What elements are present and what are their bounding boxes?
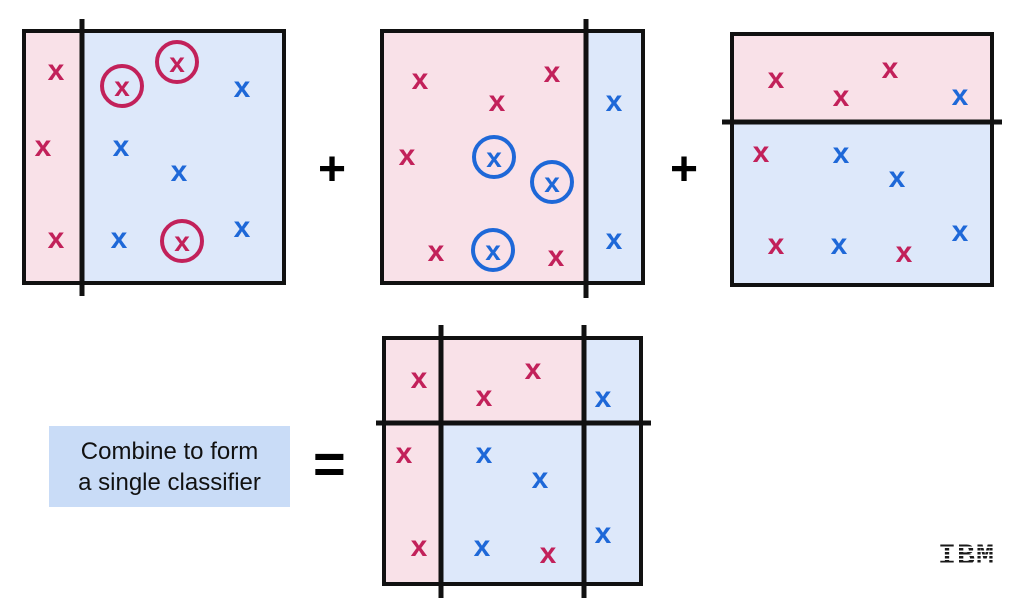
- weak-classifier-1-mark-blue-6: x: [234, 71, 251, 104]
- weak-classifier-3-mark-pink-4: x: [753, 136, 770, 169]
- weak-classifier-2-region-blue-1: [586, 31, 643, 283]
- weak-classifier-1-mark-blue-8: x: [171, 155, 188, 188]
- combined-classifier-mark-blue-3: x: [595, 381, 612, 414]
- plus-operator-2: +: [670, 143, 699, 196]
- weak-classifier-1-mark-pink-4: x: [169, 47, 185, 78]
- combined-classifier-region-blue-1: [584, 338, 641, 423]
- combined-classifier-mark-pink-7: x: [411, 530, 428, 563]
- combined-classifier-mark-pink-1: x: [476, 380, 493, 413]
- weak-classifier-1-mark-blue-10: x: [234, 211, 251, 244]
- weak-classifier-1-mark-pink-1: x: [35, 130, 52, 163]
- weak-classifier-2-mark-pink-1: x: [489, 85, 506, 118]
- caption-line-2: a single classifier: [78, 468, 261, 496]
- combined-classifier-mark-pink-0: x: [411, 362, 428, 395]
- weak-classifier-3-mark-blue-10: x: [952, 215, 969, 248]
- caption-line-1: Combine to form: [80, 437, 259, 465]
- weak-classifier-1-mark-pink-5: x: [174, 226, 190, 257]
- weak-classifier-2-mark-pink-4: x: [428, 235, 445, 268]
- weak-classifier-1-mark-pink-2: x: [48, 222, 65, 255]
- weak-classifier-2-frame: [380, 29, 645, 285]
- combined-classifier-mark-blue-10: x: [595, 517, 612, 550]
- weak-classifier-3-mark-pink-1: x: [833, 80, 850, 113]
- weak-classifier-1-misclassified-ring-4: [155, 40, 199, 84]
- weak-classifier-3-mark-blue-3: x: [952, 79, 969, 112]
- combined-classifier-frame: [382, 336, 643, 586]
- weak-classifier-3-region-pink-0: [732, 34, 992, 122]
- weak-classifier-1-region-blue-1: [82, 31, 284, 283]
- weak-classifier-2-misclassified-ring-8: [471, 228, 515, 272]
- weak-classifier-3-region-blue-1: [732, 122, 992, 285]
- weak-classifier-2-misclassified-ring-7: [530, 160, 574, 204]
- plus-operator-1: +: [318, 143, 347, 196]
- weak-classifier-3-mark-pink-9: x: [896, 236, 913, 269]
- weak-classifier-3-mark-blue-6: x: [889, 161, 906, 194]
- combined-classifier-region-blue-4: [584, 423, 641, 584]
- weak-classifier-1-mark-pink-3: x: [114, 71, 130, 102]
- weak-classifier-3-mark-pink-7: x: [768, 228, 785, 261]
- weak-classifier-3-mark-pink-0: x: [768, 62, 785, 95]
- combined-classifier-mark-blue-8: x: [474, 530, 491, 563]
- weak-classifier-1-mark-blue-9: x: [111, 222, 128, 255]
- weak-classifier-1-frame: [22, 29, 286, 285]
- combined-classifier-mark-pink-9: x: [540, 537, 557, 570]
- weak-classifier-2-mark-pink-5: x: [548, 240, 565, 273]
- weak-classifier-2-mark-pink-0: x: [412, 63, 429, 96]
- weak-classifier-2-mark-blue-8: x: [485, 235, 501, 266]
- weak-classifier-1-misclassified-ring-5: [160, 219, 204, 263]
- weak-classifier-2-mark-blue-6: x: [486, 142, 502, 173]
- equals-operator: =: [313, 432, 346, 495]
- combined-classifier-mark-blue-5: x: [476, 437, 493, 470]
- combine-caption-box: Combine to form a single classifier: [49, 426, 290, 507]
- combined-classifier-region-pink-0: [384, 338, 584, 423]
- weak-classifier-2-misclassified-ring-6: [472, 135, 516, 179]
- weak-classifier-2-mark-pink-3: x: [399, 139, 416, 172]
- weak-classifier-1-mark-pink-0: x: [48, 54, 65, 87]
- weak-classifier-3-mark-blue-8: x: [831, 228, 848, 261]
- combined-classifier-region-blue-3: [441, 423, 584, 584]
- weak-classifier-2-mark-blue-9: x: [606, 85, 623, 118]
- weak-classifier-1-mark-blue-7: x: [113, 130, 130, 163]
- ibm-logo: IBM: [938, 540, 996, 574]
- weak-classifier-3-mark-blue-5: x: [833, 137, 850, 170]
- combined-classifier-region-pink-2: [384, 423, 441, 584]
- weak-classifier-2-region-pink-0: [382, 31, 586, 283]
- combined-classifier-mark-pink-2: x: [525, 353, 542, 386]
- weak-classifier-2-mark-pink-2: x: [544, 56, 561, 89]
- combined-classifier-mark-blue-6: x: [532, 462, 549, 495]
- weak-classifier-2-mark-blue-10: x: [606, 223, 623, 256]
- combined-classifier-mark-pink-4: x: [396, 437, 413, 470]
- weak-classifier-2-mark-blue-7: x: [544, 167, 560, 198]
- weak-classifier-1-region-pink-0: [24, 31, 82, 283]
- weak-classifier-1-misclassified-ring-3: [100, 64, 144, 108]
- weak-classifier-3-mark-pink-2: x: [882, 52, 899, 85]
- weak-classifier-3-frame: [730, 32, 994, 287]
